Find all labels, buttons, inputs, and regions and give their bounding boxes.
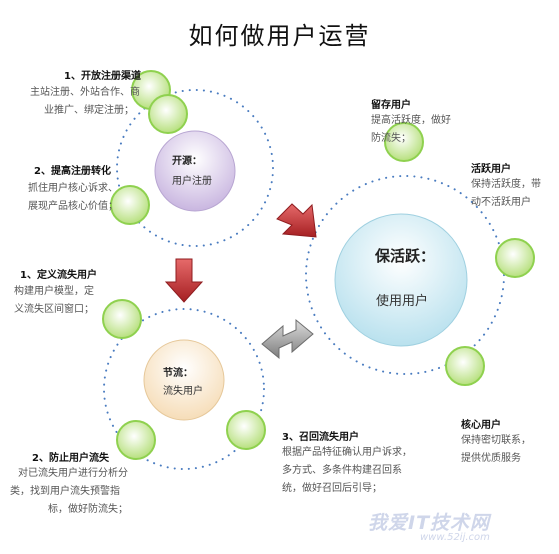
source-item-line: 抓住用户核心诉求、 — [28, 183, 118, 194]
flow-arrow-churn-retain — [261, 318, 314, 360]
churn-orbit-ring — [103, 308, 265, 470]
churn-item-line: 对已流失用户进行分析分 — [18, 468, 128, 479]
source-center-circle — [154, 130, 236, 212]
source-center-head: 开源： — [172, 156, 202, 167]
churn-item-line: 多方式、多条件构建召回系 — [282, 465, 402, 476]
watermark-text: 我爱IT技术网 — [368, 512, 491, 534]
churn-item-line: 义流失区间窗口； — [14, 304, 94, 315]
retain-item-line: 动不活跃用户 — [471, 197, 531, 208]
source-center-sub: 用户注册 — [172, 176, 212, 187]
retain-orbit-ring — [305, 175, 505, 375]
watermark-url: www.52ij.com — [420, 532, 490, 543]
churn-item-head: 2、防止用户流失 — [32, 453, 109, 464]
source-item-line: 主站注册、外站合作、商 — [30, 87, 140, 98]
green-node — [495, 238, 535, 278]
retain-center-sub: 使用用户 — [376, 294, 429, 309]
churn-center-head: 节流： — [163, 368, 193, 379]
churn-item-line: 类，找到用户流失预警指 — [10, 486, 120, 497]
churn-item-line: 标，做好防流失； — [48, 504, 128, 515]
churn-item-line: 构建用户模型，定 — [14, 286, 94, 297]
source-item-line: 业推广、绑定注册； — [44, 105, 134, 116]
churn-item-head: 3、召回流失用户 — [282, 432, 359, 443]
churn-item-line: 根据产品特征确认用户诉求， — [282, 447, 412, 458]
retain-center-head: 保活跃： — [375, 247, 436, 265]
retain-item-head: 核心用户 — [461, 420, 501, 431]
retain-center-circle — [334, 213, 468, 347]
churn-center-sub: 流失用户 — [163, 386, 203, 397]
source-item-head: 1、开放注册渠道 — [64, 71, 141, 82]
churn-item-line: 统，做好召回后引导； — [282, 483, 382, 494]
green-node — [384, 122, 424, 162]
green-node — [110, 185, 150, 225]
source-item-head: 2、提高注册转化 — [34, 166, 111, 177]
green-node — [102, 299, 142, 339]
churn-item-head: 1、定义流失用户 — [20, 270, 97, 281]
retain-item-head: 留存用户 — [371, 100, 411, 111]
retain-item-line: 提高活跃度，做好 — [371, 115, 451, 126]
retain-item-line: 保持密切联系， — [461, 435, 531, 446]
green-node — [226, 410, 266, 450]
retain-item-line: 保持活跃度，带 — [471, 179, 541, 190]
churn-center-circle — [143, 339, 225, 421]
green-node — [148, 94, 188, 134]
green-node — [445, 346, 485, 386]
retain-item-head: 活跃用户 — [471, 164, 511, 175]
source-orbit-ring — [116, 89, 274, 247]
flow-arrow-source-to-churn — [164, 258, 204, 303]
retain-item-line: 提供优质服务 — [461, 453, 521, 464]
retain-item-line: 防流失； — [371, 133, 411, 144]
green-node — [116, 420, 156, 460]
page-title: 如何做用户运营 — [188, 22, 371, 50]
source-item-line: 展现产品核心价值； — [28, 201, 118, 212]
flow-arrow-source-to-retain — [276, 203, 317, 238]
